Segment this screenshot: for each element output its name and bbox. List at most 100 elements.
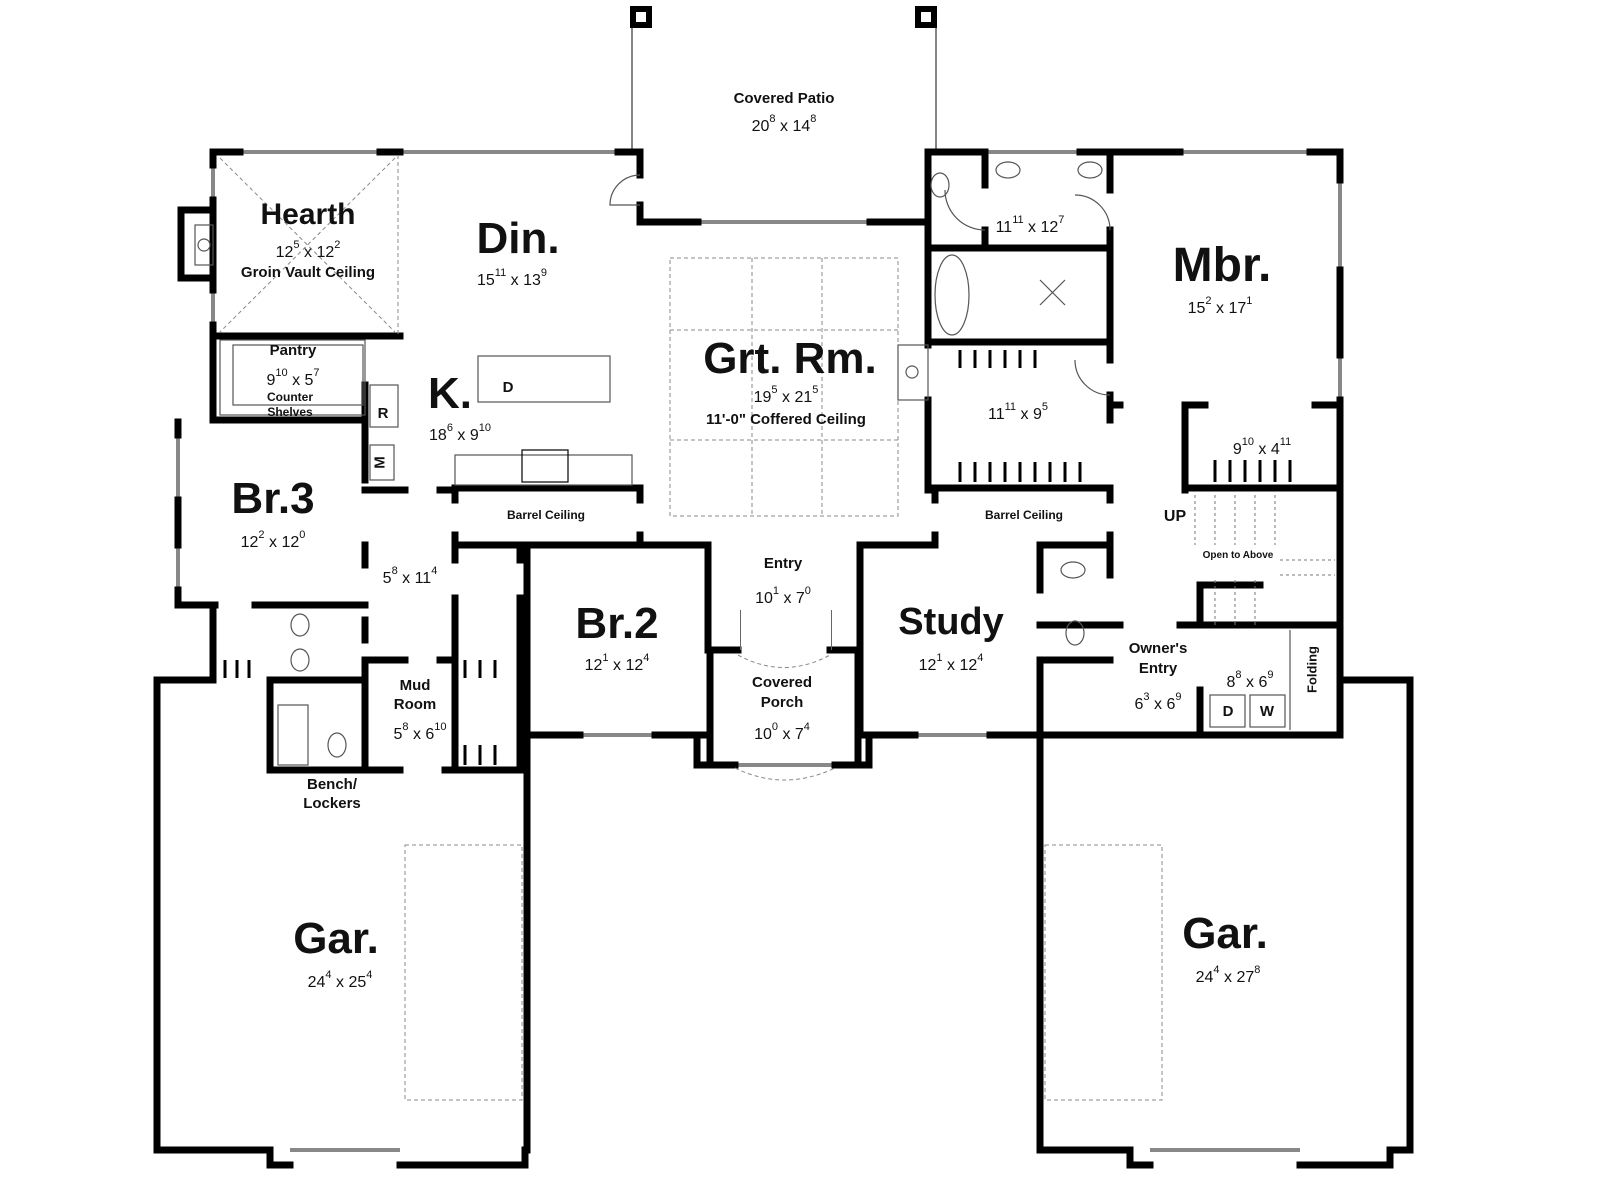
laundry-dimensions: 88 x 69 — [1226, 669, 1274, 691]
dim-length: 9 — [469, 427, 479, 444]
washer-label: W — [1259, 703, 1275, 720]
dim-length: 6 — [1166, 696, 1176, 713]
dim-length-inches: 9 — [1175, 691, 1182, 703]
dim-width-inches: 8 — [402, 721, 409, 733]
dim-width: 24 — [307, 974, 326, 991]
dim-width-inches: 8 — [391, 565, 398, 577]
dim-width-inches: 11 — [494, 267, 507, 279]
dim-length-inches: 9 — [1267, 669, 1274, 681]
garage-right-label: Gar. — [1182, 909, 1268, 958]
dim-length: 27 — [1236, 969, 1255, 986]
dim-length-inches: 4 — [366, 969, 373, 981]
great-room-dimensions: 195 x 215 — [753, 384, 819, 406]
dim-length-inches: 4 — [431, 565, 438, 577]
dim-length-inches: 5 — [812, 384, 819, 396]
dim-width: 18 — [429, 427, 447, 444]
closet-shelving — [223, 350, 1292, 765]
dim-length-inches: 0 — [804, 585, 811, 597]
dim-width: 11 — [988, 406, 1005, 423]
study-dimensions: 121 x 124 — [918, 652, 984, 674]
hall-dimensions: 58 x 114 — [382, 565, 438, 587]
dim-width: 5 — [393, 726, 403, 743]
mud-room-dimensions: 58 x 610 — [393, 721, 447, 743]
dim-width: 15 — [476, 272, 495, 289]
dim-length-inches: 7 — [313, 367, 320, 379]
barrel-ceiling-left-label: Barrel Ceiling — [506, 508, 586, 522]
covered-patio-dimensions: 208 x 148 — [751, 113, 817, 135]
open-to-above-label: Open to Above — [1202, 550, 1274, 561]
dim-width: 20 — [751, 118, 770, 135]
dim-width: 10 — [754, 726, 772, 743]
lockers-label: Lockers — [303, 795, 361, 812]
dim-width-inches: 1 — [936, 652, 943, 664]
windows — [176, 150, 1342, 1152]
bedroom-3-label: Br.3 — [231, 474, 315, 523]
kitchen-label: K. — [428, 369, 472, 418]
dim-length-inches: 7 — [1058, 214, 1065, 226]
master-bedroom-label: Mbr. — [1172, 239, 1272, 292]
dim-width-inches: 8 — [1235, 669, 1242, 681]
dim-length: 12 — [625, 657, 644, 674]
dim-width: 9 — [1232, 441, 1242, 458]
dim-length: 13 — [523, 272, 541, 289]
dim-width: 12 — [584, 657, 603, 674]
dim-length-inches: 0 — [299, 529, 306, 541]
dim-length-inches: 5 — [1041, 401, 1048, 413]
dim-width-inches: 4 — [325, 969, 332, 981]
dim-length-inches: 11 — [1279, 436, 1292, 448]
entry-dimensions: 101 x 70 — [755, 585, 811, 607]
owners-entry-label-line2: Entry — [1138, 660, 1178, 677]
owners-entry-label-line1: Owner's — [1128, 640, 1188, 657]
dim-length: 11 — [414, 570, 432, 587]
mud-room-label-line1: Mud — [399, 677, 431, 694]
dim-length-inches: 10 — [434, 721, 447, 733]
dim-width-inches: 6 — [446, 422, 453, 434]
patio-outline — [631, 18, 937, 150]
stairs — [1194, 495, 1335, 625]
dim-width: 15 — [1187, 300, 1206, 317]
dim-width: 24 — [1195, 969, 1214, 986]
dim-width-inches: 11 — [1004, 401, 1017, 413]
dim-width: 19 — [753, 389, 772, 406]
dim-length: 6 — [1258, 674, 1268, 691]
closet-2-dimensions: 910 x 411 — [1232, 436, 1292, 458]
dim-width-inches: 8 — [769, 113, 776, 125]
bedroom-3-dimensions: 122 x 120 — [240, 529, 306, 551]
hearth-label: Hearth — [260, 198, 356, 231]
microwave-label: M — [371, 456, 389, 469]
dim-length-inches: 8 — [810, 113, 817, 125]
dim-length: 14 — [792, 118, 811, 135]
garage-right-dimensions: 244 x 278 — [1195, 964, 1261, 986]
dim-length: 7 — [794, 726, 804, 743]
bedroom-2-label: Br.2 — [575, 599, 659, 648]
dim-width: 12 — [240, 534, 259, 551]
great-room-label: Grt. Rm. — [703, 334, 877, 383]
dim-width-inches: 3 — [1143, 691, 1150, 703]
dim-width-inches: 5 — [293, 239, 300, 251]
covered-porch-dimensions: 100 x 74 — [754, 721, 810, 743]
dim-length: 12 — [281, 534, 300, 551]
walls — [153, 148, 1414, 1169]
mud-room-label-line2: Room — [393, 696, 437, 713]
covered-porch-label-line1: Covered — [751, 674, 813, 691]
dim-length: 7 — [795, 590, 805, 607]
dim-width-inches: 1 — [602, 652, 609, 664]
dim-width-inches: 4 — [1213, 964, 1220, 976]
dim-length-inches: 4 — [643, 652, 650, 664]
study-label: Study — [898, 601, 1004, 643]
dim-width: 5 — [382, 570, 392, 587]
dim-length: 9 — [1032, 406, 1042, 423]
master-bath-dimensions: 1111 x 127 — [995, 214, 1065, 236]
dashed-ceiling-lines — [219, 155, 1163, 1101]
dim-width-inches: 11 — [1012, 214, 1024, 226]
dim-length: 17 — [1228, 300, 1247, 317]
barrel-ceiling-right-label: Barrel Ceiling — [984, 508, 1064, 522]
master-bedroom-dimensions: 152 x 171 — [1187, 295, 1253, 317]
covered-patio-label: Covered Patio — [733, 90, 835, 107]
covered-porch-label-line2: Porch — [760, 694, 804, 711]
front-doors[interactable] — [740, 610, 832, 650]
pantry-counter-label: Counter — [267, 390, 313, 404]
dim-width-inches: 10 — [275, 367, 288, 379]
fixtures — [194, 161, 1291, 766]
garage-left-label: Gar. — [293, 914, 379, 963]
